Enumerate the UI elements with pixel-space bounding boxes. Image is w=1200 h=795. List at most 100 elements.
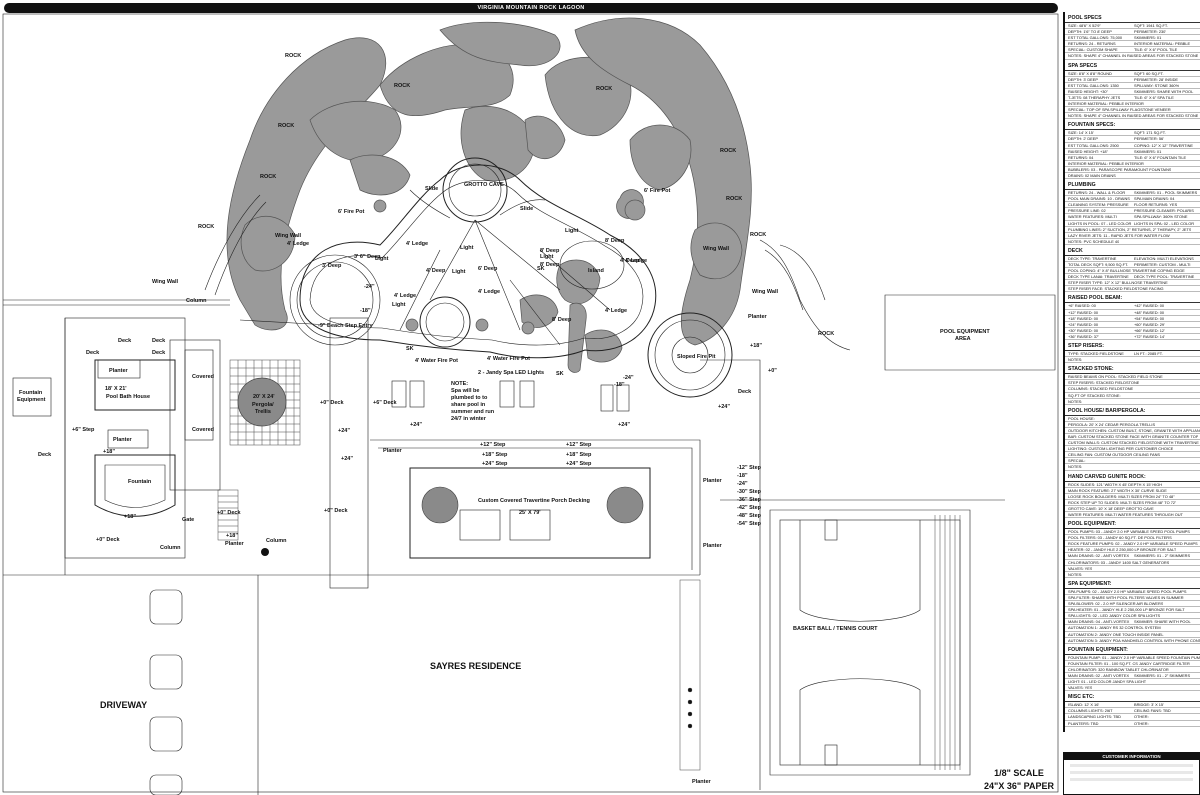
spec-cell: PERIMETER: 28' INSIDE: [1134, 76, 1178, 82]
spec-cell: +12" RAISED: 00: [1068, 309, 1099, 315]
spec-cell: SIZE: 48'6" X 52'9": [1068, 23, 1101, 28]
spa-label: Sloped Fire Pit: [677, 354, 716, 360]
covered-porch: [409, 467, 651, 559]
spec-cell: POOL HOUSE:: [1068, 415, 1095, 421]
spec-row: RAISED HEIGHT: +30"SKIMMERS: SHARE WITH …: [1065, 89, 1200, 95]
spec-row: GROTTO CAVE: 10' X 18' DEEP GROTTO CAVE: [1065, 506, 1200, 512]
spec-row: AUTOMATION 3: JANDY PDA HANDHELD CONTROL…: [1065, 638, 1200, 644]
pool-labels: GROTTO CAVE Slide Slide 6' Fire Pot 6' F…: [152, 182, 778, 434]
spec-cell: DRAINS: 02 MAIN DRAINS: [1068, 172, 1116, 178]
spec-cell: SKIMMERS: 01 - 2" SKIMMERS: [1134, 672, 1191, 678]
spec-cell: POOL FILTERS: 03 - JANDY 60 SQ.FT. DE PO…: [1068, 535, 1172, 541]
depth-marker: -18": [360, 308, 371, 314]
spec-cell: LN FT.: 2085 FT.: [1134, 351, 1163, 357]
deck-label: +0" Deck: [320, 400, 344, 406]
step-label: -42" Step: [737, 505, 762, 511]
spec-row: RAISED BEAMS ON POOL: STACKED FIELD STON…: [1065, 374, 1200, 381]
spec-cell: WATER FEATURES: MULTI WATER FEATURES THR…: [1068, 512, 1183, 517]
customer-information-box: CUSTOMER INFORMATION: [1063, 752, 1200, 795]
deep-label: 3' 6" Deep: [354, 254, 381, 260]
spec-section-title: MISC ETC:: [1065, 694, 1200, 703]
lounge-chairs: [391, 380, 630, 412]
spec-row: LAZY RIVER JETS: 11 - RAPID JETS FOR WAT…: [1065, 233, 1200, 239]
covered-label: Covered: [192, 374, 214, 380]
spec-cell: COLUMNS: STACKED FIELDSTONE: [1068, 386, 1134, 392]
spec-cell: SPA MAIN DRAINS: 04: [1134, 196, 1175, 202]
covered-label: Covered: [192, 427, 214, 433]
spec-cell: CUSTOM WALLS: CUSTOM STACKED FIELDSTONE …: [1068, 440, 1199, 446]
svg-text:24/7 in winter: 24/7 in winter: [451, 416, 487, 422]
fountain-label: Fountain: [128, 479, 152, 485]
spec-cell: PRESSURE CLEANER: POLARIS: [1134, 208, 1194, 214]
rock-formation: [226, 17, 752, 373]
spec-row: CUSTOM WALLS: CUSTOM STACKED FIELDSTONE …: [1065, 440, 1200, 447]
spec-row: +24" RAISED: 00+60" RAISED: 29': [1065, 322, 1200, 328]
driveway-label: DRIVEWAY: [100, 700, 147, 710]
deep-label: 8' Deep: [540, 248, 560, 254]
side-stairs: [679, 579, 701, 771]
spec-row: DRAINS: 02 MAIN DRAINS: [1065, 172, 1200, 180]
column-label: Column: [186, 298, 207, 304]
spec-cell: COLUMNS LIGHTS: 2I6T: [1068, 708, 1113, 714]
step-label: +6" Step: [72, 427, 95, 433]
spec-cell: NOTES:: [1068, 571, 1083, 577]
spec-cell: ROCK FEATURE PUMPS: 02 - JANDY 2.0 HP VA…: [1068, 541, 1198, 547]
spec-row: CEILING FAN: CUSTOM OUTDOOR CEILING FANS: [1065, 452, 1200, 459]
planter-label: Planter: [225, 541, 245, 547]
svg-text:NOTE:: NOTE:: [451, 381, 468, 387]
spec-cell: SKIMMERS: 01 - POOL SKIMMERS: [1134, 190, 1198, 196]
spec-row: NOTES:: [1065, 357, 1200, 364]
spec-row: ROCK SLIDES: 121' WIDTH X 45' DEPTH X 15…: [1065, 482, 1200, 488]
light-label: Light: [565, 228, 579, 234]
spec-cell: COPING: 12" X 12" TRAVERTINE: [1134, 142, 1193, 148]
ledge-label: 4' Ledge: [406, 241, 428, 247]
spec-cell: OTHER:: [1134, 720, 1149, 726]
spec-row: PERGOLA: 20' X 24' CEDAR PERGOLA TRELLIS: [1065, 422, 1200, 428]
light-label: Light: [452, 269, 466, 275]
spec-cell: FOUNTAIN PUMP: 01 - JANDY 2.0 HP VARIABL…: [1068, 654, 1200, 660]
rock-label: ROCK: [818, 331, 834, 337]
spec-cell: LAZY RIVER JETS: 11 - RAPID JETS FOR WAT…: [1068, 232, 1170, 238]
spec-cell: GROTTO CAVE: 10' X 18' DEEP GROTTO CAVE: [1068, 505, 1154, 511]
spec-section: SPA EQUIPMENT:SPA PUMPS: 02 - JANDY 2.0 …: [1065, 581, 1200, 644]
spec-cell: OTHER:: [1134, 714, 1149, 720]
spec-row: WATER FEATURES: MULTI WATER FEATURES THR…: [1065, 512, 1200, 519]
spec-cell: +54" RAISED: 00: [1134, 315, 1165, 321]
spec-cell: TILE: 6" X 6" SPA TILE: [1134, 94, 1174, 100]
spec-row: LOOSE ROCK BOULDERS: MULTI SIZES FROM 24…: [1065, 494, 1200, 500]
deck-label: Deck: [152, 350, 166, 356]
spec-cell: DECK TYPE POOL: TRAVERTINE: [1134, 274, 1195, 280]
deck-label: +6" Deck: [373, 400, 397, 406]
spec-row: MAIN ROCK FEATURE: 27' WIDTH X 30' CURVE…: [1065, 488, 1200, 494]
ledge-label: 4' Ledge: [625, 258, 647, 264]
spec-row: FOUNTAIN PUMP: 01 - JANDY 2.0 HP VARIABL…: [1065, 655, 1200, 661]
spec-cell: SKIMMERS: 01 - 2" SKIMMERS: [1134, 553, 1191, 559]
spec-cell: EST TOTAL GALLONS: 1350: [1068, 82, 1119, 88]
spec-section: RAISED POOL BEAM:+6" RAISED: 00+42" RAIS…: [1065, 295, 1200, 341]
spec-row: COLUMNS: STACKED FIELDSTONE: [1065, 386, 1200, 393]
spec-row: SPA FILTER: SHARE WITH POOL FILTERS VALV…: [1065, 595, 1200, 602]
spec-section-title: STEP RISERS:: [1065, 343, 1200, 352]
scale-note: 1/8" SCALE 24"X 36" PAPER: [975, 767, 1063, 793]
site-plan-drawing: ROCK ROCK ROCK ROCK ROCK ROCK ROCK ROCK …: [2, 13, 1059, 795]
spec-cell: INTERIOR MATERIAL: PEBBLE INTERIOR: [1068, 101, 1144, 107]
step-label: -54" Step: [737, 521, 762, 527]
spec-cell: PLANTERS: TBD: [1068, 720, 1099, 726]
step-label: -12" Step: [737, 465, 762, 471]
depth-marker: +24": [618, 422, 630, 428]
spec-cell: RAISED HEIGHT: +18": [1068, 148, 1108, 154]
spec-cell: POOL COPING: 4" X 8" BULLNOSE TRAVERTINE…: [1068, 268, 1185, 274]
rock-label: ROCK: [596, 86, 612, 92]
wing-wall-label: Wing Wall: [703, 246, 729, 252]
step-label: +18" Step: [482, 452, 508, 458]
